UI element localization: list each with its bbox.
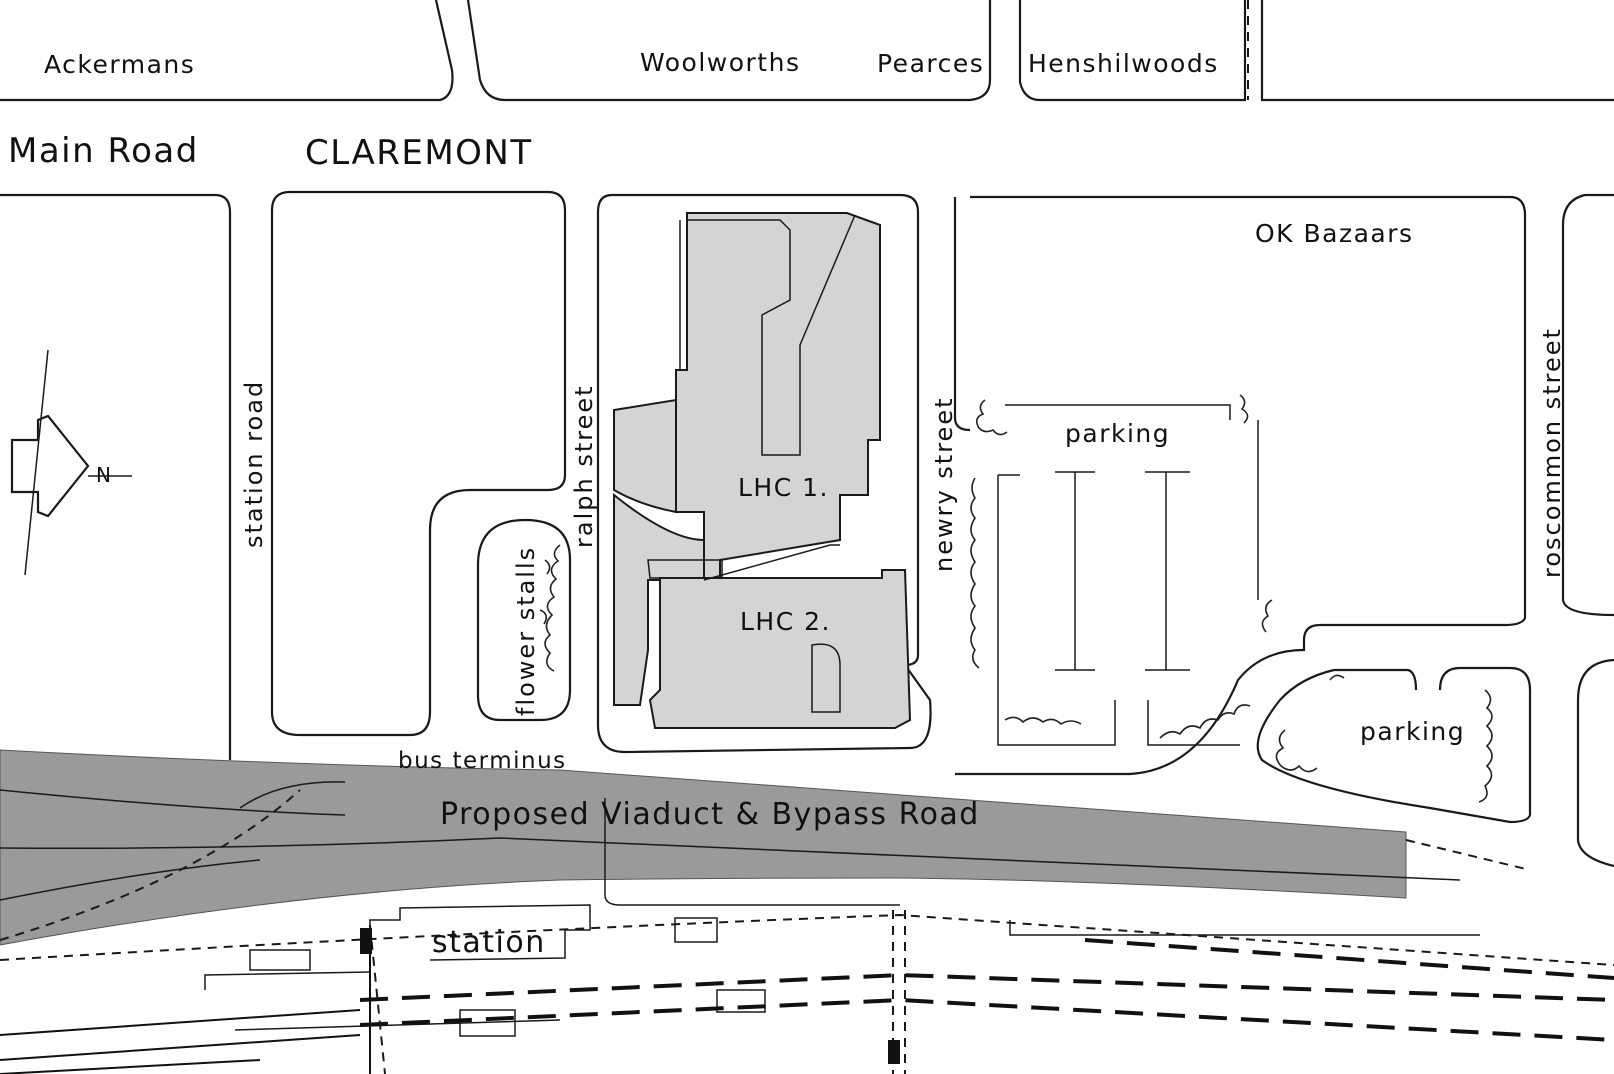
viaduct-label: Proposed Viaduct & Bypass Road [440,797,980,832]
station-road-label: station road [240,380,268,548]
station-label: station [432,925,546,960]
ackermans-label: Ackermans [44,50,195,79]
southern-blocks [0,190,1614,868]
parking-area-bottom [1256,666,1532,824]
ok-bazaars-label: OK Bazaars [1255,219,1414,248]
parking-top-label: parking [1065,419,1170,448]
roscommon-street-label: roscommon street [1538,327,1566,578]
flower-stalls-shrubs [539,544,561,672]
main-road-label: Main Road [8,131,199,171]
parking-bottom-label: parking [1360,717,1465,746]
newry-street-label: newry street [930,397,958,573]
lhc-buildings [613,212,912,729]
pearces-label: Pearces [877,49,984,78]
bus-terminus-label: bus terminus [398,748,567,774]
flower-stalls-label: flower stalls [512,546,540,716]
lhc1-label: LHC 1. [738,473,829,502]
parking-area-top [970,394,1273,746]
northern-blocks [0,0,1614,102]
lhc2-label: LHC 2. [740,607,831,636]
station-buildings [204,904,1480,1037]
north-label: N [96,463,111,487]
ralph-street-label: ralph street [570,384,598,548]
viaduct-alignment-lines [0,781,1614,966]
north-arrow-icon [10,349,132,576]
claremont-label: CLAREMONT [305,133,533,173]
railway-tracks [0,910,1614,1074]
woolworths-label: Woolworths [640,48,800,77]
henshilwoods-label: Henshilwoods [1028,49,1219,78]
